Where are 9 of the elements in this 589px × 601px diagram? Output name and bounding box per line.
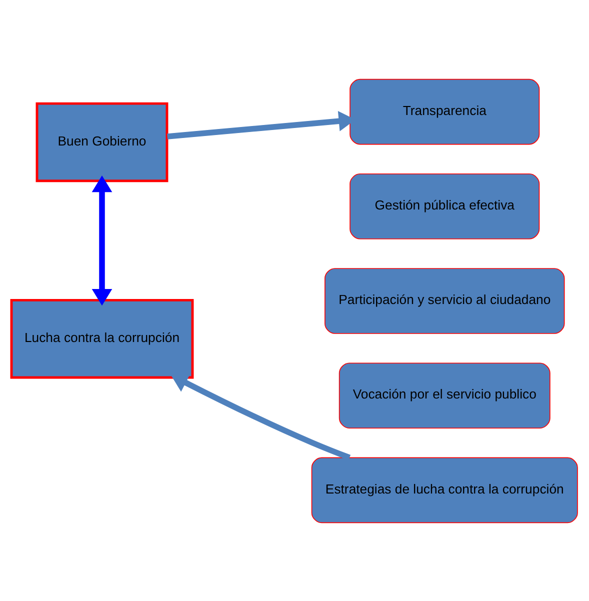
- node-box: Transparencia: [350, 78, 540, 144]
- node-box: Participación y servicio al ciudadano: [324, 268, 565, 334]
- arrow: [92, 175, 112, 306]
- node-box: Lucha contra la corrupción: [10, 298, 194, 378]
- arrow: [170, 373, 351, 460]
- node-box: Buen Gobierno: [36, 102, 168, 182]
- node-box: Vocación por el servicio publico: [338, 362, 550, 428]
- node-box: Gestión pública efectiva: [350, 172, 540, 239]
- node-box: Estrategias de lucha contra la corrupción: [311, 456, 578, 523]
